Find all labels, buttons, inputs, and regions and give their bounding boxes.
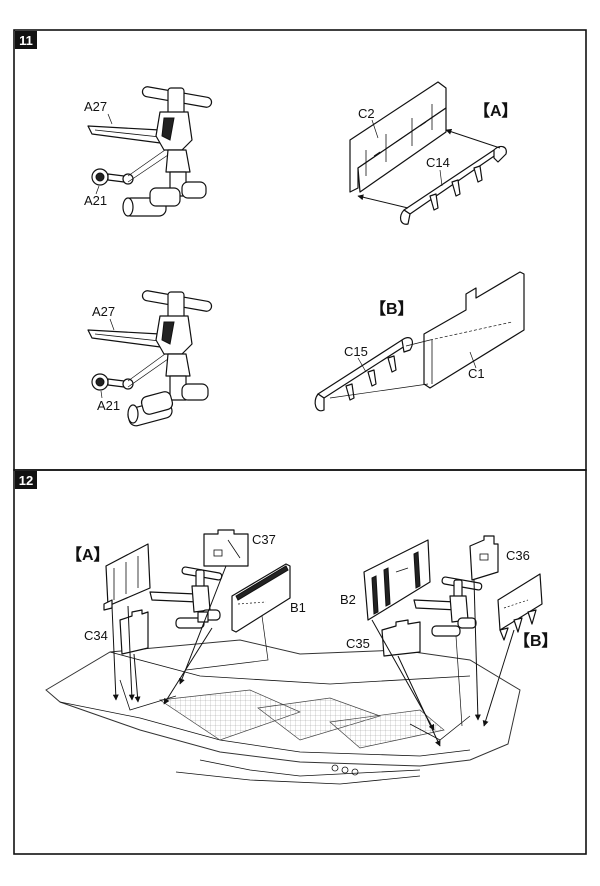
label-c34: C34	[84, 628, 108, 643]
left-gun-assembly	[149, 566, 223, 629]
bracket-b-step11: 【B】	[370, 300, 414, 318]
step-11-panel: 11 A27 A21	[13, 29, 587, 471]
right-gun-assembly	[413, 576, 483, 637]
label-a21-top: A21	[84, 193, 107, 208]
label-a27-bottom: A27	[92, 304, 115, 319]
part-c37-shape	[203, 529, 249, 567]
label-a21-bottom: A21	[97, 398, 120, 413]
label-a27-top: A27	[84, 99, 107, 114]
bracket-a-step12: 【A】	[66, 546, 110, 564]
part-b2-shape	[363, 539, 431, 621]
gun-assembly-top	[87, 86, 213, 217]
step-12-panel: 12 【A】	[13, 469, 587, 855]
part-c35-shape	[381, 619, 421, 657]
part-b1-shape	[231, 563, 291, 633]
group-a-parts	[349, 81, 507, 225]
bracket-a-step11: 【A】	[474, 102, 518, 120]
gun-assembly-bottom	[87, 290, 213, 427]
label-c35: C35	[346, 636, 370, 651]
label-c1: C1	[468, 366, 485, 381]
label-b1: B1	[290, 600, 306, 615]
assembly-guides-step12	[111, 565, 515, 747]
step-number-11: 11	[19, 33, 33, 48]
label-c36: C36	[506, 548, 530, 563]
bracket-b-step12: 【B】	[514, 632, 558, 650]
label-b2: B2	[340, 592, 356, 607]
label-c15: C15	[344, 344, 368, 359]
part-c36-shape	[469, 535, 499, 581]
group-b-parts	[314, 271, 525, 412]
label-c2: C2	[358, 106, 375, 121]
label-c37: C37	[252, 532, 276, 547]
step-number-12: 12	[19, 473, 33, 488]
label-c14: C14	[426, 155, 450, 170]
hull-deck	[45, 639, 521, 785]
part-c34-shape	[119, 609, 149, 655]
left-bracket-a-part	[103, 543, 151, 611]
right-bracket-b-part	[497, 573, 543, 641]
